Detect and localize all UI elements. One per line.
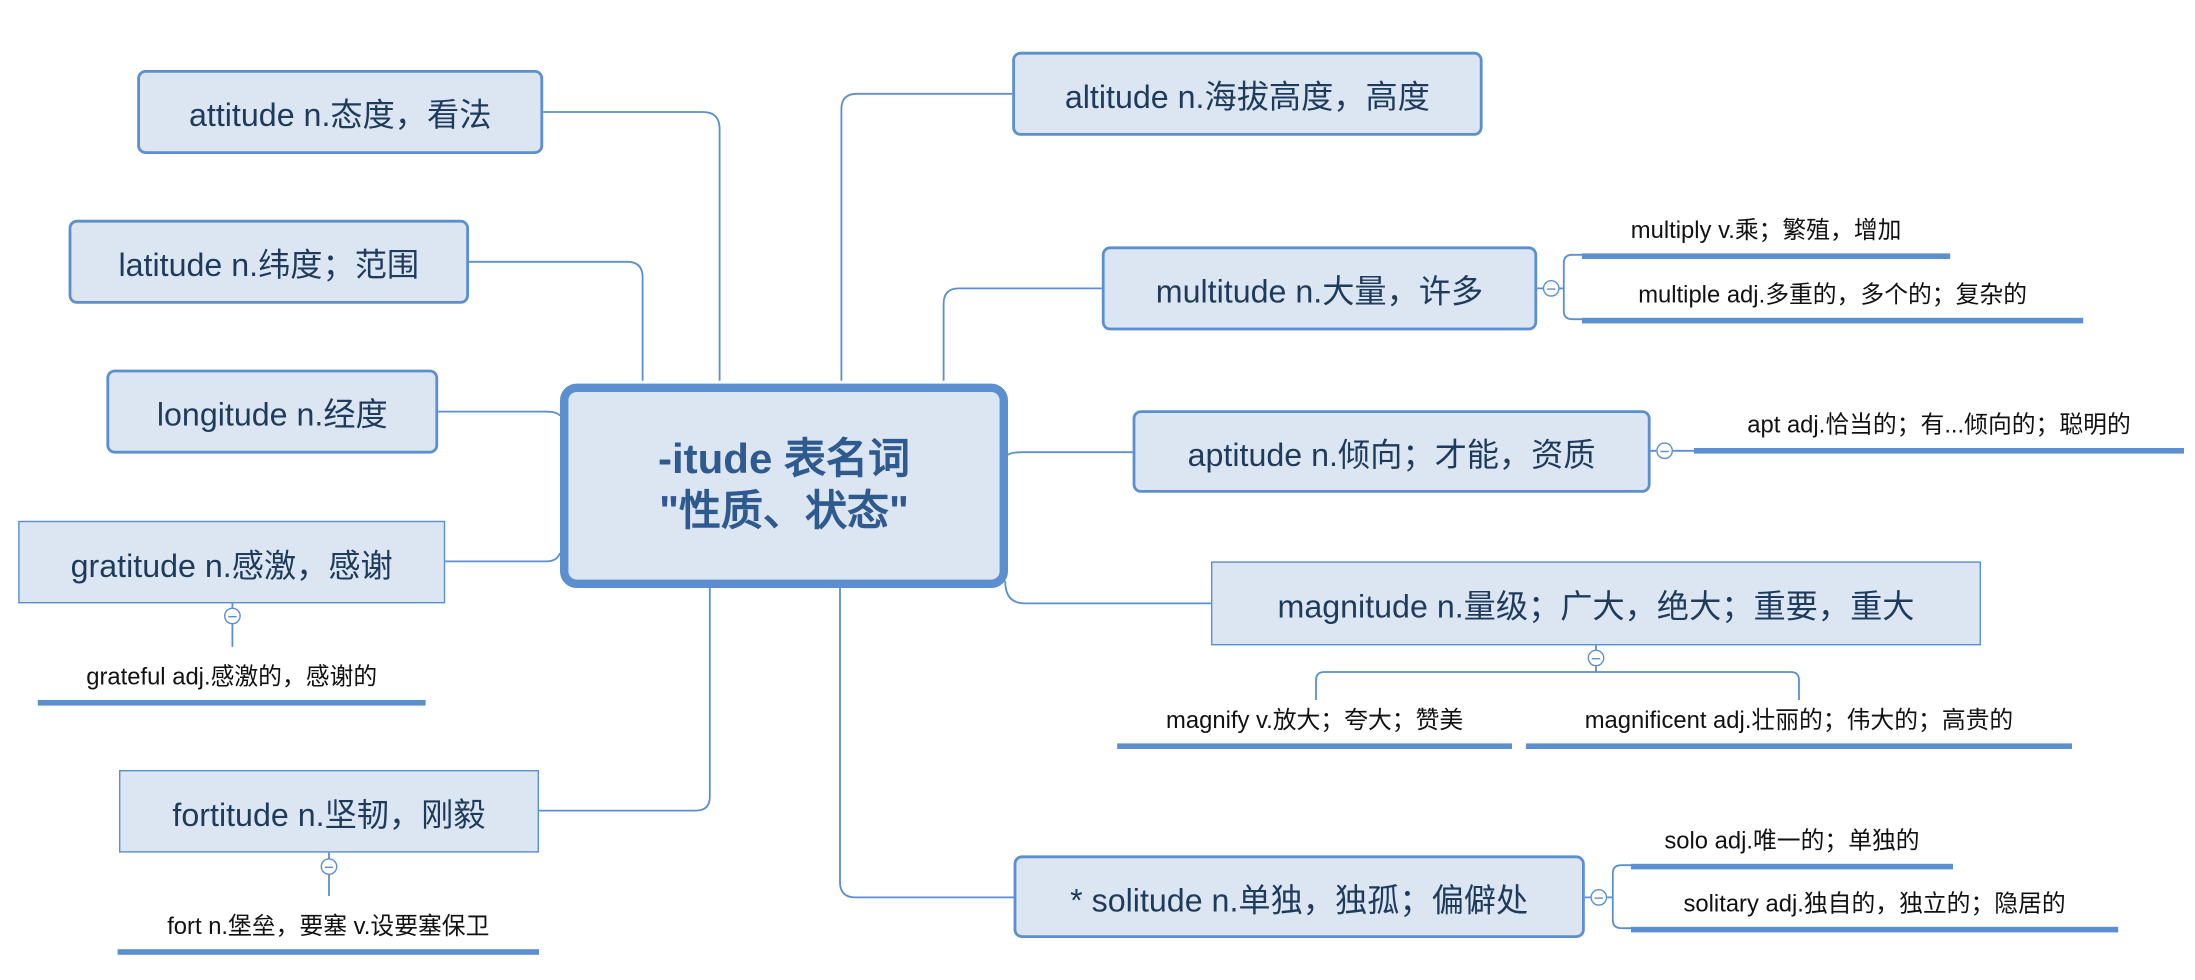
subtopic-fort[interactable]: fort n.堡垒，要塞 v.设要塞保卫 bbox=[117, 896, 539, 955]
connector-longitude bbox=[438, 410, 561, 417]
connector-solitude-children bbox=[1584, 864, 1631, 930]
subtopic-magnificent[interactable]: magnificent adj.壮丽的；伟大的；高贵的 bbox=[1526, 694, 2072, 749]
topic-magnitude[interactable]: magnitude n.量级；广大，绝大；重要，重大 bbox=[1211, 561, 1981, 646]
topic-multitude[interactable]: multitude n.大量，许多 bbox=[1101, 246, 1538, 331]
connector-solitude bbox=[839, 587, 1014, 899]
topic-fortitude[interactable]: fortitude n.坚韧，刚毅 bbox=[119, 770, 539, 853]
connector-altitude bbox=[840, 92, 1013, 381]
topic-longitude[interactable]: longitude n.经度 bbox=[106, 369, 439, 454]
central-topic[interactable]: -itude 表名词 "性质、状态" bbox=[560, 383, 1008, 588]
subtopic-solo[interactable]: solo adj.唯一的；单独的 bbox=[1631, 813, 1953, 870]
subtopic-apt[interactable]: apt adj.恰当的；有...倾向的；聪明的 bbox=[1694, 399, 2184, 454]
connector-multitude bbox=[942, 287, 1102, 381]
connector-magnitude-children bbox=[1315, 645, 1800, 700]
topic-solitude[interactable]: * solitude n.单独，独孤；偏僻处 bbox=[1013, 855, 1585, 938]
topic-gratitude[interactable]: gratitude n.感激，感谢 bbox=[18, 520, 446, 604]
subtopic-multiple[interactable]: multiple adj.多重的，多个的；复杂的 bbox=[1582, 267, 2084, 324]
connector-fortitude bbox=[538, 587, 711, 812]
subtopic-magnify[interactable]: magnify v.放大；夸大；赞美 bbox=[1117, 694, 1512, 749]
collapse-icon[interactable] bbox=[320, 858, 338, 875]
collapse-icon[interactable] bbox=[1542, 280, 1560, 297]
connector-magnitude bbox=[1004, 580, 1211, 605]
connector-aptitude bbox=[1007, 451, 1133, 456]
collapse-icon[interactable] bbox=[1590, 889, 1608, 906]
topic-altitude[interactable]: altitude n.海拔高度，高度 bbox=[1012, 51, 1483, 136]
collapse-icon[interactable] bbox=[1587, 649, 1605, 667]
topic-attitude[interactable]: attitude n.态度，看法 bbox=[137, 70, 544, 154]
central-topic-line2: "性质、状态" bbox=[659, 488, 909, 535]
subtopic-solitary[interactable]: solitary adj.独自的，独立的；隐居的 bbox=[1631, 876, 2119, 933]
connector-gratitude bbox=[445, 552, 561, 563]
connector-latitude bbox=[468, 260, 644, 381]
subtopic-grateful[interactable]: grateful adj.感激的，感谢的 bbox=[37, 647, 426, 706]
connector-attitude bbox=[543, 111, 721, 381]
topic-aptitude[interactable]: aptitude n.倾向；才能，资质 bbox=[1132, 410, 1651, 493]
topic-latitude[interactable]: latitude n.纬度；范围 bbox=[68, 219, 469, 304]
collapse-icon[interactable] bbox=[1656, 442, 1673, 460]
central-topic-line1: -itude 表名词 bbox=[658, 436, 910, 483]
subtopic-multiply[interactable]: multiply v.乘；繁殖，增加 bbox=[1582, 203, 1951, 259]
collapse-icon[interactable] bbox=[224, 607, 241, 625]
